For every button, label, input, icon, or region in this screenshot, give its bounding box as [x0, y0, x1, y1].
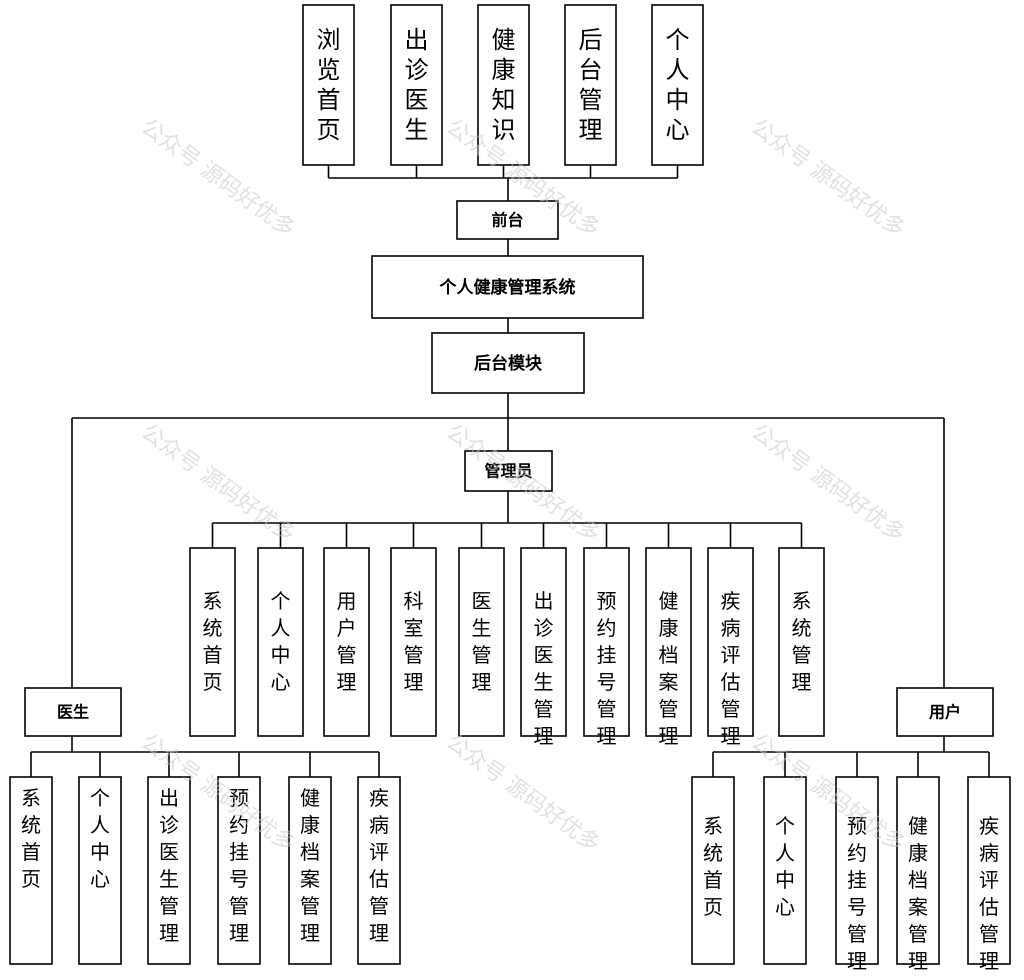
user-item-3-label: 预约挂号管理	[847, 814, 867, 973]
admin-item-7-label: 预约挂号管理	[597, 589, 617, 748]
doctor-box	[24, 687, 122, 737]
frontend-item-1-box	[302, 4, 355, 166]
admin-label: 管理员	[484, 462, 532, 481]
doctor-item-5-label: 健康档案管理	[300, 786, 320, 945]
frontend-item-3-label: 健康知识	[492, 26, 516, 144]
admin-item-7-box	[583, 547, 630, 737]
watermark-text-1: 公众号 源码好优多	[136, 115, 299, 243]
doctor-item-3-label: 出诊医生管理	[159, 786, 179, 945]
admin-item-5-box	[458, 547, 505, 737]
admin-item-8-box	[645, 547, 692, 737]
frontend-item-5-label: 个人中心	[666, 26, 690, 144]
user-label: 用户	[929, 703, 961, 722]
user-item-2-label: 个人中心	[775, 814, 795, 919]
admin-item-3-label: 用户管理	[337, 589, 357, 694]
user-item-1-label: 系统首页	[703, 814, 723, 919]
backend-label: 后台模块	[474, 353, 543, 374]
frontend-item-4-label: 后台管理	[579, 26, 603, 144]
doctor-item-1-box	[9, 776, 53, 965]
admin-item-4-box	[390, 547, 437, 737]
user-item-3-box	[835, 776, 879, 965]
user-item-4-label: 健康档案管理	[908, 814, 928, 973]
system-root-box	[371, 255, 644, 319]
doctor-label: 医生	[57, 703, 89, 722]
admin-item-1-label: 系统首页	[203, 589, 223, 694]
frontend-box	[456, 200, 559, 240]
watermark-text-3: 公众号 源码好优多	[746, 115, 909, 243]
admin-item-9-box	[707, 547, 754, 737]
admin-item-10-label: 系统管理	[792, 589, 812, 694]
admin-item-4-label: 科室管理	[404, 589, 424, 694]
doctor-item-5-box	[288, 776, 332, 965]
doctor-item-3-box	[147, 776, 191, 965]
frontend-item-2-box	[390, 4, 443, 166]
frontend-item-2-label: 出诊医生	[405, 26, 429, 144]
doctor-item-4-box	[217, 776, 261, 965]
admin-item-5-label: 医生管理	[472, 589, 492, 694]
backend-box	[431, 332, 585, 394]
watermark-text-6: 公众号 源码好优多	[746, 420, 909, 548]
user-item-1-box	[691, 776, 735, 965]
doctor-item-2-label: 个人中心	[90, 786, 110, 891]
frontend-label: 前台	[491, 211, 523, 230]
frontend-item-3-box	[477, 4, 530, 166]
admin-item-2-box	[257, 547, 304, 737]
frontend-item-4-box	[564, 4, 617, 166]
admin-box	[464, 450, 553, 492]
doctor-item-1-label: 系统首页	[21, 786, 41, 891]
watermark-text-8: 公众号 源码好优多	[441, 730, 604, 858]
doctor-item-4-label: 预约挂号管理	[229, 786, 249, 945]
admin-item-1-box	[189, 547, 236, 737]
admin-item-8-label: 健康档案管理	[659, 589, 679, 748]
frontend-item-1-label: 浏览首页	[317, 26, 341, 144]
frontend-item-5-box	[651, 4, 704, 166]
user-box	[896, 687, 994, 737]
user-item-4-box	[896, 776, 940, 965]
user-item-5-label: 疾病评估管理	[979, 814, 999, 973]
system-root-label: 个人健康管理系统	[439, 277, 576, 298]
admin-item-2-label: 个人中心	[271, 589, 291, 694]
admin-item-3-box	[323, 547, 370, 737]
admin-item-10-box	[778, 547, 825, 737]
admin-item-6-label: 出诊医生管理	[534, 589, 554, 748]
doctor-item-6-box	[357, 776, 401, 965]
user-item-5-box	[967, 776, 1011, 965]
admin-item-9-label: 疾病评估管理	[721, 589, 741, 748]
watermark-text-4: 公众号 源码好优多	[136, 420, 299, 548]
admin-item-6-box	[520, 547, 567, 737]
user-item-2-box	[763, 776, 807, 965]
doctor-item-6-label: 疾病评估管理	[369, 786, 389, 945]
doctor-item-2-box	[78, 776, 122, 965]
